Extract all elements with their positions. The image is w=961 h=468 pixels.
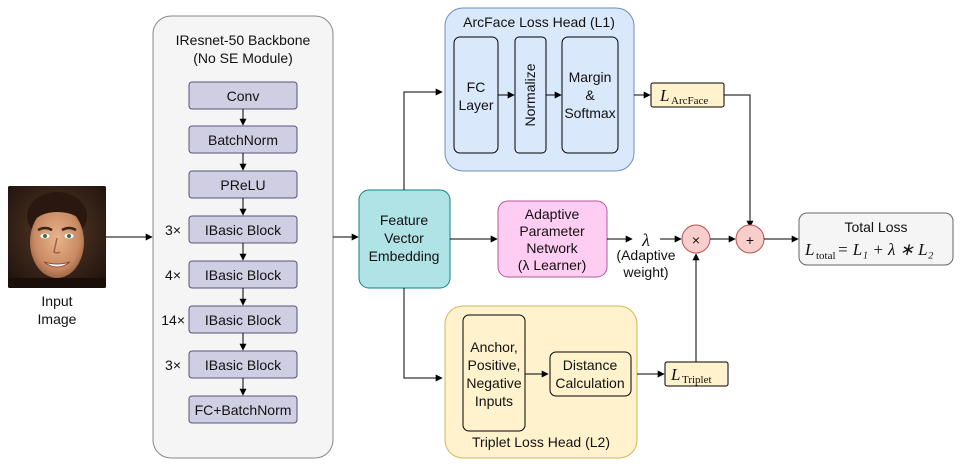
svg-text:Calculation: Calculation: [555, 375, 624, 391]
feature-vector-embedding: Feature Vector Embedding: [358, 189, 451, 289]
svg-text:Margin: Margin: [569, 69, 612, 85]
layer-fc-batchnorm: FC+BatchNorm: [188, 395, 298, 424]
layer-conv: Conv: [188, 81, 298, 110]
arrow-arcface-to-add: [724, 94, 754, 228]
layer-ibasic-block-1: IBasic Block: [188, 215, 298, 244]
svg-text:Anchor,: Anchor,: [470, 339, 517, 355]
svg-text:Conv: Conv: [227, 88, 260, 104]
loss-triplet-tag: L Triplet: [664, 361, 729, 387]
svg-text:IBasic Block: IBasic Block: [205, 222, 282, 238]
triplet-inputs: Anchor, Positive, Negative Inputs: [462, 314, 526, 432]
svg-text:Vector: Vector: [384, 230, 424, 246]
svg-text:IBasic Block: IBasic Block: [205, 312, 282, 328]
svg-text:L: L: [659, 86, 669, 105]
feature-branch-arrows: [403, 88, 498, 382]
svg-text:L: L: [804, 240, 814, 259]
layer-ibasic-block-4: IBasic Block: [188, 350, 298, 379]
svg-text:Normalize: Normalize: [522, 63, 538, 126]
svg-text:PReLU: PReLU: [220, 177, 265, 193]
total-loss-box: Total Loss L total = L₁ + λ ∗ L₂: [798, 212, 954, 266]
layer-prelu: PReLU: [188, 170, 298, 199]
adaptive-weight-line2: weight): [622, 264, 668, 280]
arcface-title: ArcFace Loss Head (L1): [463, 14, 615, 30]
arcface-fc-layer: FC Layer: [453, 36, 499, 154]
svg-text:total: total: [816, 250, 836, 262]
svg-text:Softmax: Softmax: [564, 105, 615, 121]
input-label-line2: Image: [38, 311, 77, 327]
repeat-count-block3: 14×: [161, 312, 185, 328]
add-operator: +: [735, 224, 765, 254]
arcface-margin-softmax: Margin & Softmax: [561, 36, 619, 154]
svg-text:= L₁ + λ ∗ L₂: = L₁ + λ ∗ L₂: [837, 240, 934, 259]
layer-ibasic-block-2: IBasic Block: [188, 260, 298, 289]
backbone-title-line2: (No SE Module): [193, 50, 293, 66]
svg-text:Feature: Feature: [380, 212, 428, 228]
svg-text:IBasic Block: IBasic Block: [205, 267, 282, 283]
svg-text:Distance: Distance: [563, 357, 618, 373]
svg-text:FC: FC: [467, 79, 486, 95]
arcface-normalize: Normalize: [514, 36, 547, 154]
svg-text:Parameter: Parameter: [519, 223, 585, 239]
svg-text:BatchNorm: BatchNorm: [208, 132, 278, 148]
svg-text:ArcFace: ArcFace: [671, 95, 708, 107]
adaptive-weight-line1: (Adaptive: [616, 247, 675, 263]
svg-text:×: ×: [692, 232, 700, 248]
layer-batchnorm: BatchNorm: [188, 125, 298, 154]
svg-text:IBasic Block: IBasic Block: [205, 357, 282, 373]
svg-text:Total Loss: Total Loss: [844, 219, 907, 235]
repeat-count-block4: 3×: [165, 357, 181, 373]
svg-text:Adaptive: Adaptive: [525, 206, 580, 222]
svg-text:Embedding: Embedding: [369, 248, 440, 264]
lambda-symbol: λ: [641, 230, 650, 250]
svg-text:(λ Learner): (λ Learner): [518, 257, 586, 273]
layer-ibasic-block-3: IBasic Block: [188, 305, 298, 334]
backbone-title-line1: IResnet-50 Backbone: [176, 32, 311, 48]
distance-calculation: Distance Calculation: [549, 351, 632, 397]
triplet-title: Triplet Loss Head (L2): [472, 434, 610, 450]
svg-text:Inputs: Inputs: [475, 393, 513, 409]
input-label-line1: Input: [41, 293, 72, 309]
svg-text:FC+BatchNorm: FC+BatchNorm: [195, 402, 292, 418]
svg-text:Layer: Layer: [458, 97, 493, 113]
svg-text:Triplet: Triplet: [682, 374, 712, 386]
svg-text:Positive,: Positive,: [468, 357, 521, 373]
svg-text:&: &: [585, 87, 595, 103]
adaptive-parameter-network: Adaptive Parameter Network (λ Learner): [497, 200, 608, 278]
svg-text:L: L: [670, 365, 680, 384]
repeat-count-block2: 4×: [165, 267, 181, 283]
repeat-count-block1: 3×: [165, 222, 181, 238]
loss-arcface-tag: L ArcFace: [650, 82, 725, 108]
svg-text:Negative: Negative: [466, 375, 521, 391]
svg-text:Network: Network: [526, 240, 578, 256]
multiply-operator: ×: [681, 224, 711, 254]
input-face-image: [8, 186, 106, 288]
svg-text:+: +: [746, 232, 754, 248]
